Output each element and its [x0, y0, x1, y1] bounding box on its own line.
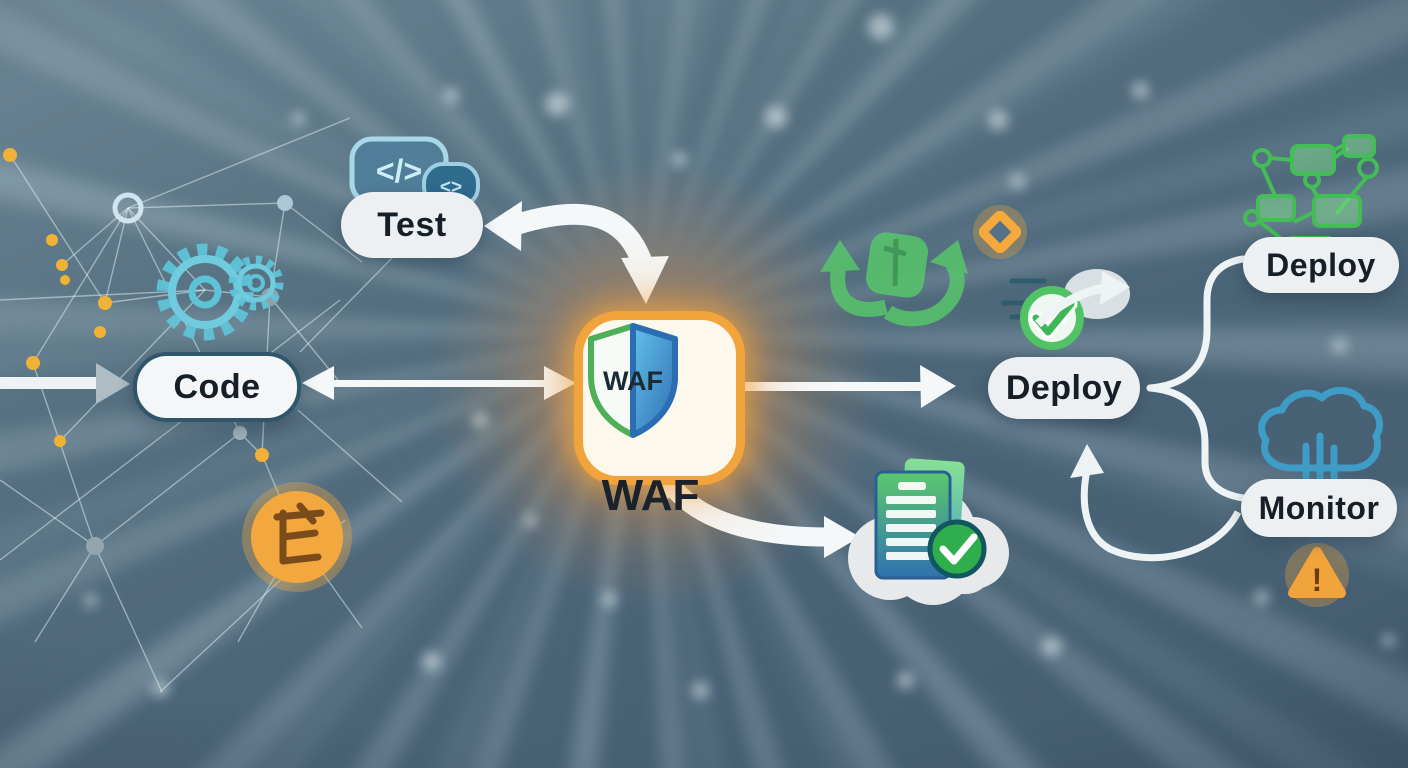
deploy-top-node: Deploy [1243, 237, 1399, 293]
test-node: Test [341, 192, 483, 258]
deploy-label: Deploy [1006, 369, 1122, 408]
warning-icon: ! [1285, 543, 1349, 607]
arrow-monitor-feedback [1070, 444, 1242, 562]
arrow-waf-deploy [744, 365, 956, 408]
code-glyph: </> [376, 153, 422, 189]
deploy-node: Deploy [988, 357, 1140, 419]
arrow-code-waf [302, 366, 576, 400]
waf-caption: WAF [568, 470, 733, 522]
compass-diamond-icon [973, 205, 1027, 259]
arrow-left-edge [0, 363, 130, 404]
ci-loop-icon [820, 232, 968, 327]
test-label: Test [377, 206, 446, 245]
gears-icon [156, 243, 284, 341]
warning-glyph: ! [1312, 562, 1323, 598]
code-label: Code [174, 368, 261, 407]
arrow-check-deploy-top [1034, 271, 1130, 328]
monitor-node: Monitor [1241, 479, 1397, 537]
shield-icon: WAF [588, 323, 678, 438]
document-check-icon [874, 458, 987, 580]
deploy-top-label: Deploy [1266, 247, 1376, 284]
arrow-test-waf [484, 201, 669, 304]
pipeline-icon [1243, 134, 1379, 268]
yellow-dots [3, 148, 269, 462]
waf-badge-text: WAF [603, 366, 663, 396]
brace-split-connector [1146, 255, 1247, 502]
ring-node-icon [112, 192, 144, 224]
code-node: Code [133, 352, 301, 422]
waf-badge: WAF [574, 311, 745, 485]
network-nodes [86, 192, 293, 555]
build-coin-icon [242, 482, 352, 592]
monitor-label: Monitor [1259, 490, 1380, 527]
